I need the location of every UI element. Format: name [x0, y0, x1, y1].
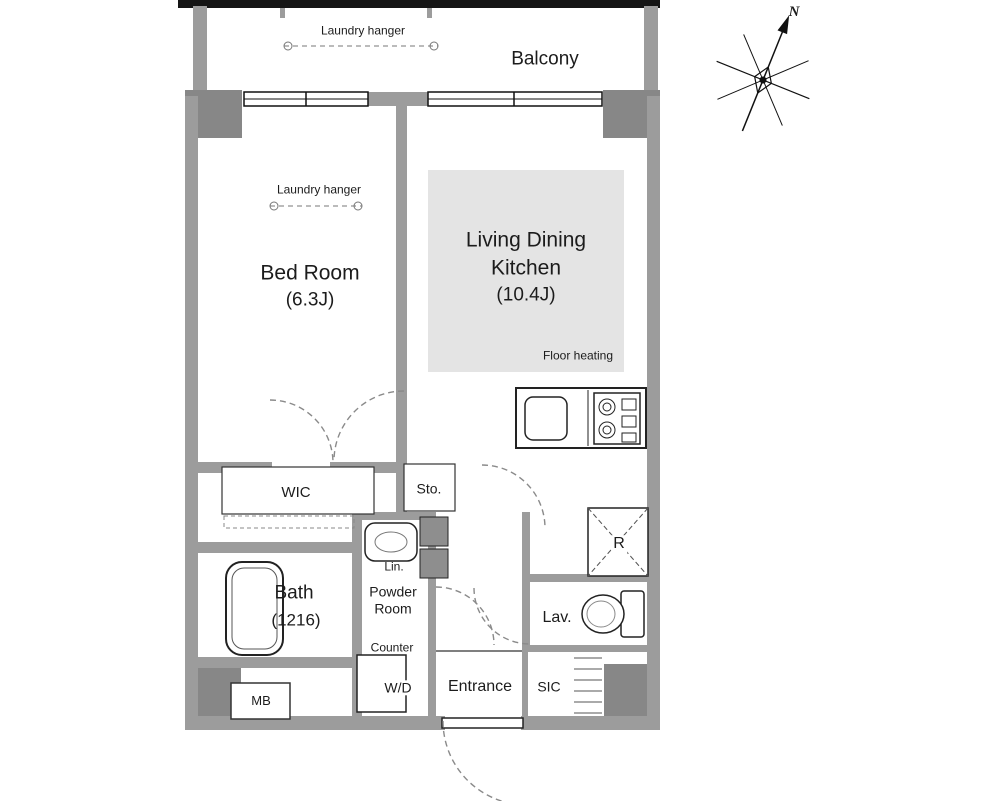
vanity-sink-icon: [364, 522, 418, 562]
wall: [644, 6, 658, 100]
washer-dryer-label: W/D: [382, 679, 414, 696]
sic-shelves: [574, 657, 602, 714]
compass-rose-icon: [716, 15, 810, 132]
toilet-icon: [581, 590, 645, 638]
sic-label: SIC: [537, 678, 561, 695]
kitchen-sink-icon: [524, 396, 568, 441]
entrance-label: Entrance: [447, 678, 513, 696]
compass-north-label: N: [788, 3, 800, 20]
door-swing-arc: [435, 586, 495, 646]
window-ldk: [427, 91, 603, 107]
wall: [198, 542, 360, 553]
powder-room-label-line2: Room: [374, 600, 412, 617]
balcony-label: Balcony: [511, 48, 579, 70]
wall: [647, 96, 660, 724]
wall: [522, 512, 530, 652]
wall: [330, 462, 396, 473]
stove-icon: [593, 392, 641, 445]
bath-label: Bath: [274, 582, 314, 604]
wic-label: WIC: [281, 483, 311, 501]
storage-label: Sto.: [416, 480, 442, 497]
floor-heating-area: [428, 170, 624, 372]
powder-room-label-line1: Powder: [369, 583, 417, 600]
wall: [530, 645, 648, 652]
wall: [352, 512, 362, 717]
wall: [521, 716, 660, 730]
floor-heating-label: Floor heating: [542, 348, 614, 363]
wic-hanger-pipe: [223, 515, 355, 529]
wall: [185, 716, 445, 730]
wall: [280, 8, 285, 18]
window-bedroom: [243, 91, 369, 107]
wall: [368, 92, 428, 106]
bedroom-laundry-hanger-label: Laundry hanger: [276, 182, 362, 197]
kitchen-counter: [515, 387, 647, 449]
wall: [427, 8, 432, 18]
front-door: [441, 717, 524, 729]
ldk-label-line2: Kitchen: [490, 256, 562, 280]
door-swing-arc: [481, 464, 546, 529]
door-swing-arc: [442, 720, 504, 801]
refrigerator-label: R: [611, 535, 627, 553]
bath-size-label: (1216): [271, 610, 321, 630]
wall: [352, 512, 436, 520]
bedroom-size-label: (6.3J): [285, 289, 335, 311]
wall: [428, 512, 436, 717]
balcony-laundry-hanger-label: Laundry hanger: [320, 23, 406, 38]
door-swing-arc: [269, 399, 334, 464]
wall: [185, 96, 198, 724]
linen-label: Lin.: [384, 559, 404, 574]
bedroom-label: Bed Room: [260, 261, 360, 285]
ldk-size-label: (10.4J): [496, 284, 556, 306]
lavatory-label: Lav.: [542, 609, 572, 627]
wall: [198, 462, 272, 473]
laundry-hanger-icon-balcony: [283, 41, 439, 51]
counter-label: Counter: [370, 640, 414, 655]
wall: [198, 657, 362, 668]
laundry-hanger-icon-bedroom: [269, 201, 363, 211]
meter-box-label: MB: [251, 692, 271, 708]
door-swing-arc: [333, 390, 405, 462]
wall: [522, 652, 528, 716]
ldk-label-line1: Living Dining: [465, 228, 587, 252]
wall: [193, 6, 207, 100]
bathtub-icon: [225, 561, 284, 656]
wall: [396, 104, 407, 465]
wall: [396, 462, 407, 520]
top-boundary-line: [178, 0, 660, 8]
wall: [530, 574, 648, 582]
